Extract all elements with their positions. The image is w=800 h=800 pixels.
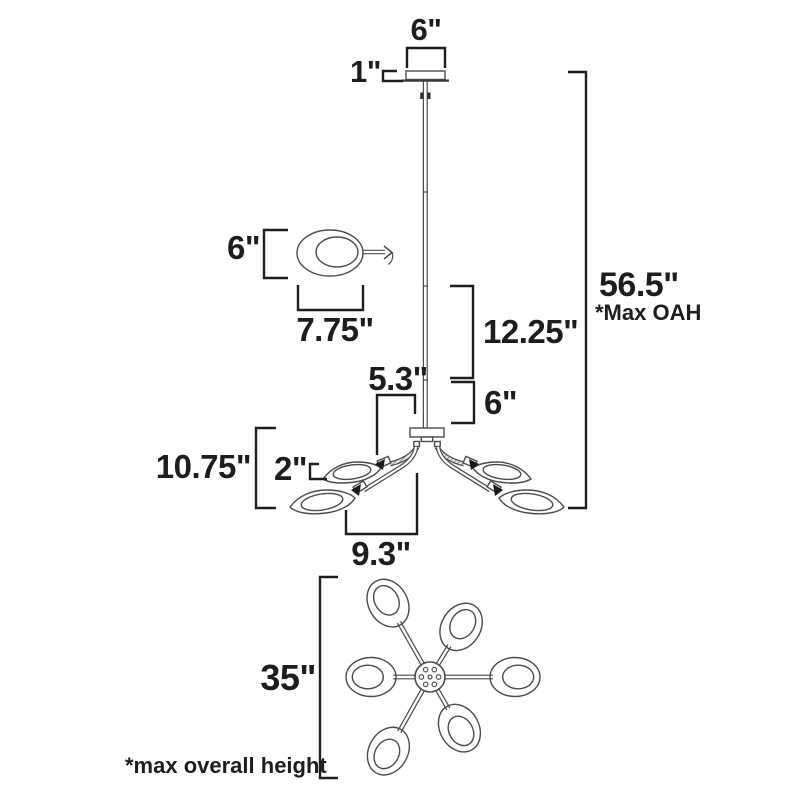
label-max-overall-height: 56.5" — [599, 266, 679, 304]
label-overall-width: 35" — [260, 657, 316, 698]
elevation-view — [289, 70, 565, 515]
label-body-height: 10.75" — [155, 448, 252, 485]
dim-arm-projection — [344, 473, 419, 536]
label-head-detail-height: 6" — [227, 229, 261, 266]
dim-head-height — [262, 228, 288, 280]
plan-arm-right — [444, 656, 541, 698]
plan-arm-upper-left — [366, 578, 426, 667]
dim-body-height — [254, 426, 276, 510]
dimension-brackets — [254, 46, 588, 780]
label-upper-stem: 12.25" — [483, 313, 579, 350]
head-outer-ring — [296, 229, 364, 277]
head-upper-left — [322, 461, 382, 484]
down-rod — [420, 81, 431, 428]
footnote: *max overall height — [125, 753, 327, 778]
dim-upper-stem — [450, 284, 475, 380]
head-lower-left — [289, 489, 356, 515]
dim-lower-stem — [451, 380, 476, 425]
label-center-to-arm: 5.3" — [368, 360, 428, 397]
arm-lower-left — [362, 446, 419, 492]
plan-arm-lower-left — [366, 688, 426, 776]
rod-coupler — [420, 92, 424, 99]
dim-overall-height — [568, 70, 588, 510]
canopy — [401, 70, 449, 82]
label-head-detail-width: 7.75" — [296, 311, 374, 348]
dim-head-thickness — [308, 462, 327, 481]
label-lower-stem: 6" — [484, 384, 518, 421]
plan-view — [345, 578, 541, 776]
pivot-markers — [351, 459, 503, 496]
dim-center-to-arm — [375, 393, 417, 455]
arms — [362, 445, 492, 492]
swivel-arrow-icon — [383, 245, 394, 260]
dim-overall-width — [318, 575, 338, 780]
label-canopy-height: 1" — [350, 54, 381, 89]
label-arm-projection: 9.3" — [351, 535, 411, 572]
arm-lower-right — [435, 446, 492, 492]
hub — [409, 427, 445, 448]
dim-canopy-width — [405, 46, 447, 68]
head-lower-right — [498, 489, 565, 515]
head-detail-view — [296, 229, 394, 277]
head-lens — [315, 236, 359, 268]
label-canopy-width: 6" — [410, 12, 442, 47]
plan-hub — [414, 661, 446, 693]
plan-arm-upper-right — [435, 602, 483, 667]
plan-arm-lower-right — [434, 687, 482, 753]
head-upper-right — [472, 461, 532, 484]
dim-canopy-height — [381, 69, 403, 83]
dim-head-width — [296, 285, 365, 312]
plan-arm-left — [345, 656, 416, 698]
heads-side-view — [289, 461, 565, 515]
label-max-oah-note: *Max OAH — [595, 300, 702, 325]
label-head-thickness: 2" — [274, 450, 308, 487]
